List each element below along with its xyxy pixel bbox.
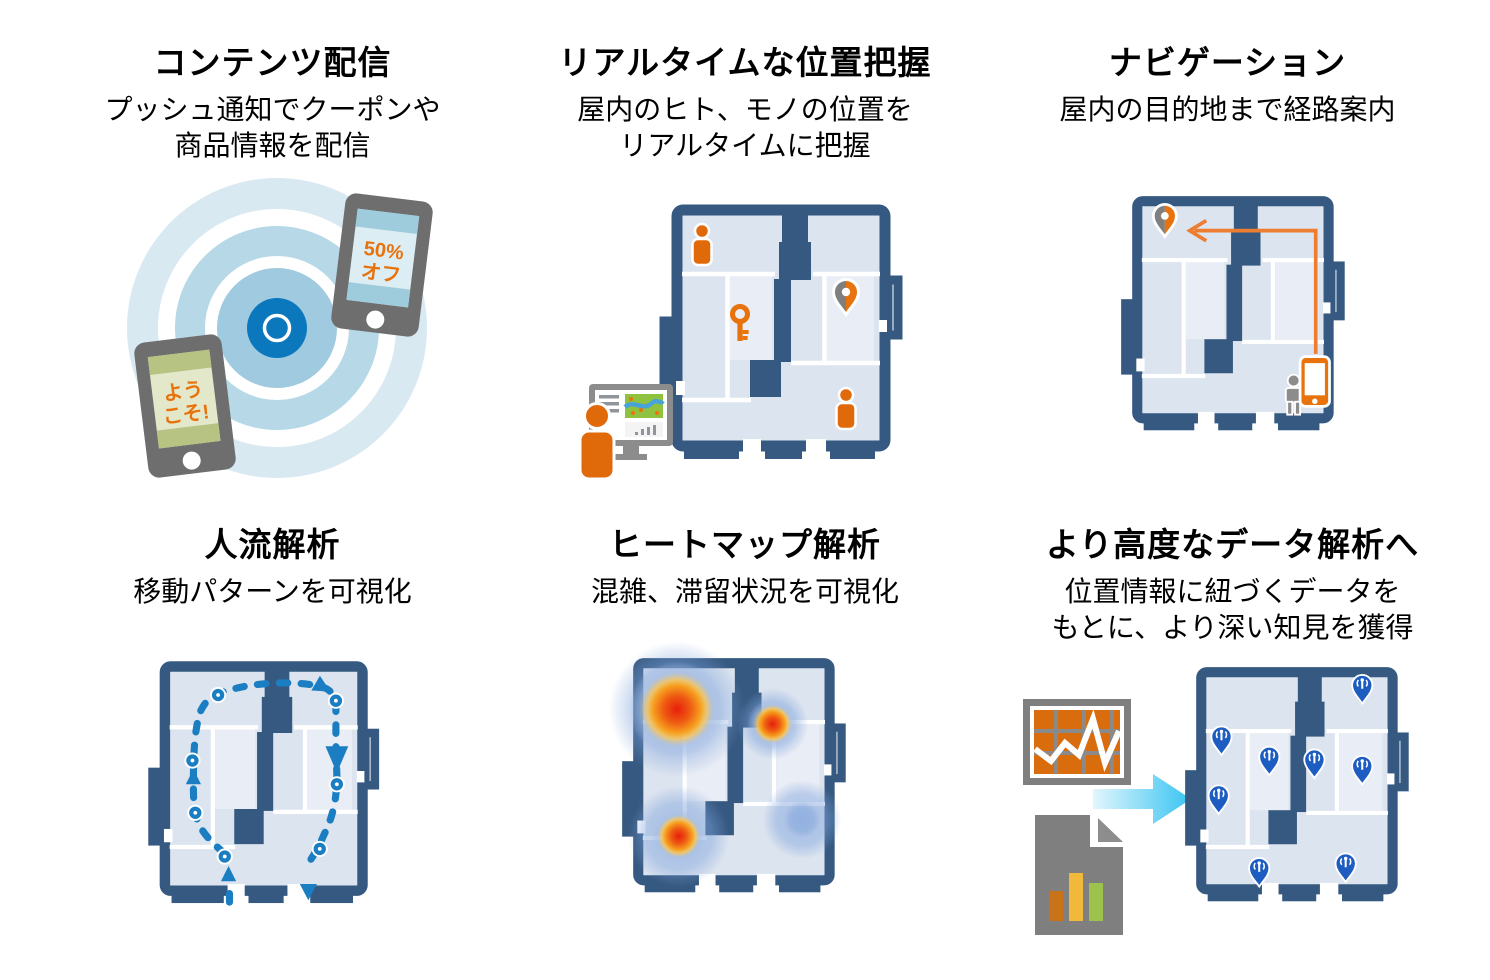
heat-blob-icon xyxy=(608,641,842,887)
panel-content-delivery: コンテンツ配信 プッシュ通知でクーポンや 商品情報を配信 50%オフ ようこそ! xyxy=(40,30,505,500)
panel-title: リアルタイムな位置把握 xyxy=(558,44,932,81)
panel-subtitle: 屋内の目的地まで経路案内 xyxy=(1059,94,1396,125)
realtime-map-figure xyxy=(578,188,945,481)
pedestrian-icon xyxy=(1284,373,1303,416)
panel-navigation: ナビゲーション 屋内の目的地まで経路案内 xyxy=(985,30,1470,500)
panel-title: コンテンツ配信 xyxy=(153,44,392,81)
panel-heatmap-analysis: ヒートマップ解析 混雑、滞留状況を可視化 xyxy=(520,512,970,967)
person-icon xyxy=(691,222,713,267)
panel-advanced-analytics: より高度なデータ解析へ 位置情報に紐づくデータを もとに、より深い知見を獲得 xyxy=(985,512,1480,967)
navigation-map-figure xyxy=(1095,180,1455,480)
bar-chart-document-icon xyxy=(1035,815,1123,935)
panel-flow-analysis: 人流解析 移動パターンを可視化 xyxy=(40,512,505,967)
dashed-route-icon xyxy=(184,675,349,906)
panel-subtitle: 屋内のヒト、モノの位置を リアルタイムに把握 xyxy=(577,94,913,161)
panel-realtime-location: リアルタイムな位置把握 屋内のヒト、モノの位置を リアルタイムに把握 xyxy=(520,30,970,500)
navigation-phone-icon xyxy=(1298,355,1331,408)
route-arrow-icon xyxy=(1186,218,1318,354)
transfer-arrow-icon xyxy=(1093,774,1191,824)
panel-subtitle: 位置情報に紐づくデータを もとに、より深い知見を獲得 xyxy=(1051,576,1414,643)
panel-title: 人流解析 xyxy=(204,526,341,563)
flow-map-figure xyxy=(124,651,464,946)
panel-subtitle: 混雑、滞留状況を可視化 xyxy=(590,576,899,607)
coupon-text: 50%オフ xyxy=(360,238,405,288)
panel-subtitle: 移動パターンを可視化 xyxy=(133,576,412,607)
beacon-broadcast-figure: 50%オフ ようこそ! xyxy=(127,178,433,478)
heatmap-figure xyxy=(608,641,950,953)
line-chart-icon xyxy=(1023,699,1131,785)
panel-title: より高度なデータ解析へ xyxy=(1045,526,1420,563)
smartphone-welcome-icon: ようこそ! xyxy=(134,334,236,478)
analytics-figure xyxy=(1023,657,1475,935)
panel-subtitle: プッシュ通知でクーポンや 商品情報を配信 xyxy=(104,94,441,161)
operator-icon xyxy=(578,402,616,481)
smartphone-coupon-icon: 50%オフ xyxy=(331,193,433,337)
panel-title: ヒートマップ解析 xyxy=(609,526,881,563)
person-icon xyxy=(835,386,857,431)
panel-title: ナビゲーション xyxy=(1108,44,1347,81)
